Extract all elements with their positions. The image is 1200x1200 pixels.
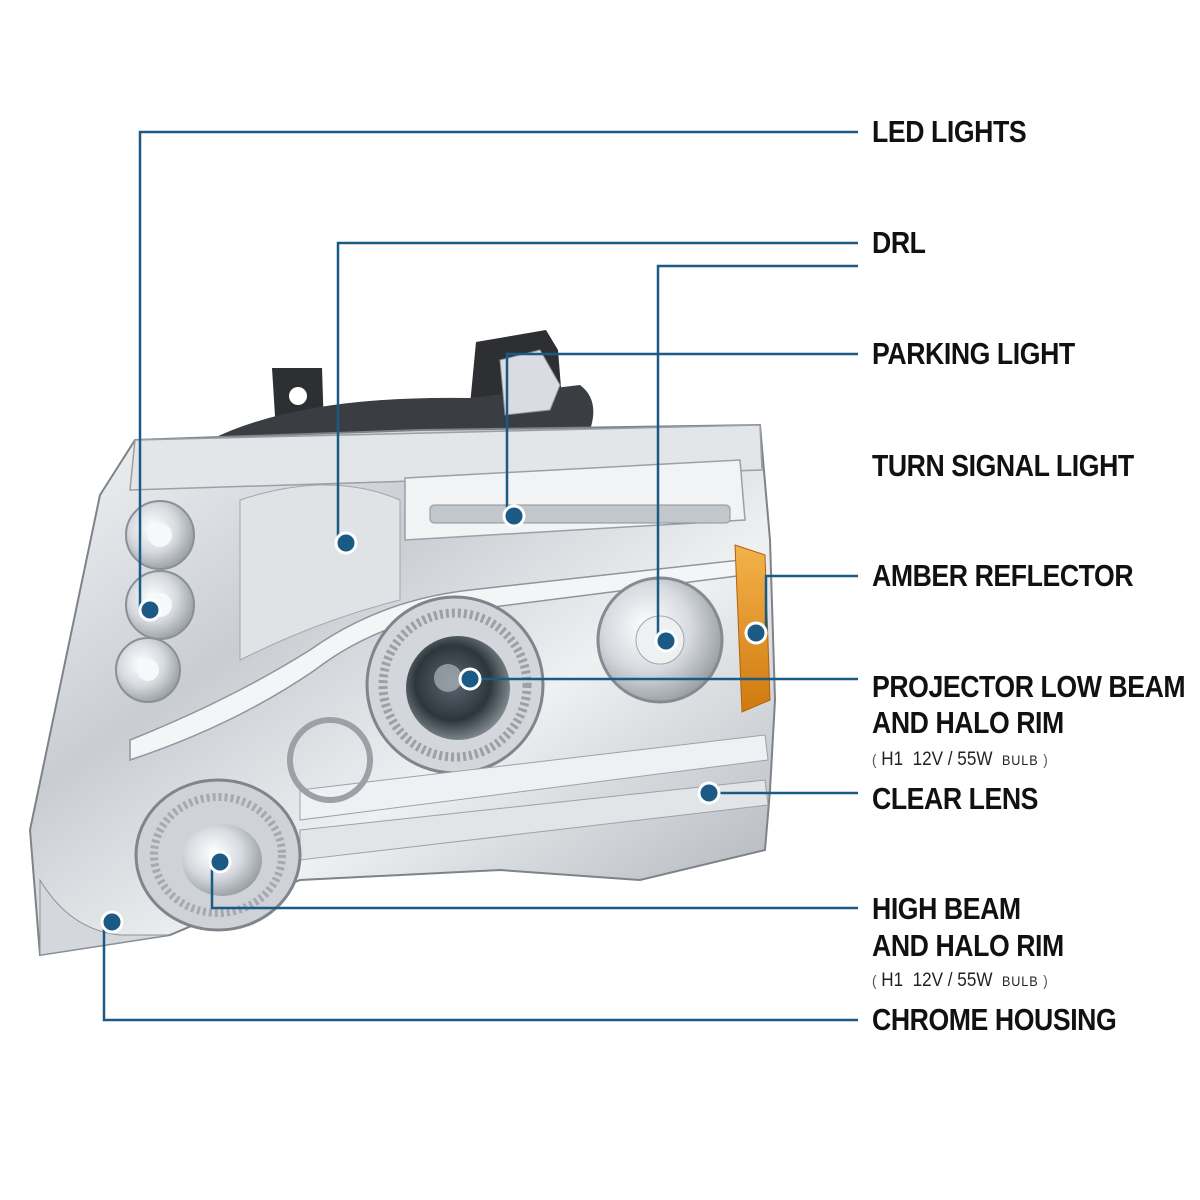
dot-clear <box>697 781 721 805</box>
dot-turn <box>654 629 678 653</box>
label-parking-light: PARKING LIGHT <box>872 336 1075 371</box>
dot-amber <box>744 621 768 645</box>
label-projector-line2: AND HALO RIM <box>872 705 1064 740</box>
bulb-rating: 12V / 55W <box>912 970 993 991</box>
label-projector-bulb: ( H1 12V / 55W BULB ) <box>872 749 1048 772</box>
bulb-open-paren: ( <box>872 752 877 769</box>
dot-projector <box>458 667 482 691</box>
label-led-lights: LED LIGHTS <box>872 114 1027 149</box>
bulb-type: H1 <box>881 970 904 991</box>
callout-dots <box>100 504 768 934</box>
bulb-type: H1 <box>881 749 904 770</box>
label-chrome-housing: CHROME HOUSING <box>872 1002 1117 1037</box>
label-highbeam-line1: HIGH BEAM <box>872 891 1021 926</box>
dot-led <box>138 598 162 622</box>
label-drl: DRL <box>872 225 926 260</box>
bulb-unit: BULB <box>1001 752 1039 768</box>
bulb-rating: 12V / 55W <box>912 749 993 770</box>
label-amber-reflector: AMBER REFLECTOR <box>872 558 1134 593</box>
bulb-close-paren: ) <box>1043 973 1048 990</box>
dot-highbeam <box>208 850 232 874</box>
leader-chrome <box>102 920 858 1022</box>
label-projector-line1: PROJECTOR LOW BEAM <box>872 669 1186 704</box>
bulb-unit: BULB <box>1001 973 1039 989</box>
label-highbeam-bulb: ( H1 12V / 55W BULB ) <box>872 970 1048 993</box>
dot-drl <box>334 531 358 555</box>
bulb-close-paren: ) <box>1043 752 1048 769</box>
label-turn-signal-light: TURN SIGNAL LIGHT <box>872 448 1134 483</box>
bulb-open-paren: ( <box>872 973 877 990</box>
dot-parking <box>502 504 526 528</box>
label-highbeam-line2: AND HALO RIM <box>872 928 1064 963</box>
headlight-image <box>28 330 777 957</box>
label-clear-lens: CLEAR LENS <box>872 781 1039 816</box>
dot-chrome <box>100 910 124 934</box>
